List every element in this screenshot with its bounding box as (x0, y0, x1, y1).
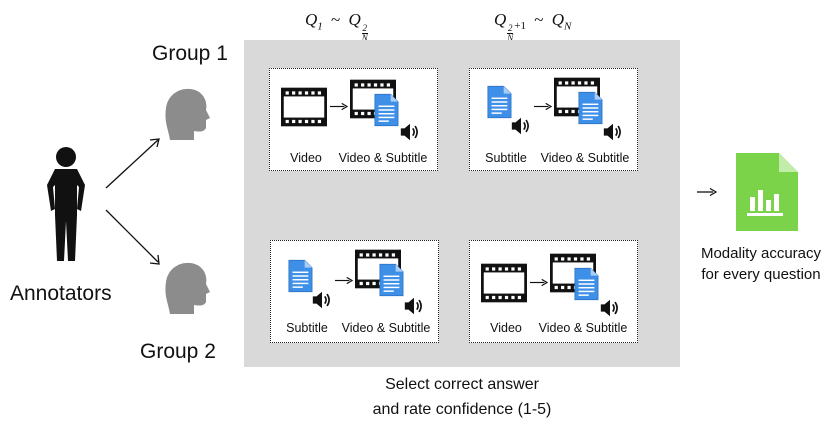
chart-document-icon (736, 153, 798, 231)
card-second-label: Video & Subtitle (538, 321, 628, 335)
output-line-1: Modality accuracy (700, 245, 822, 262)
document-icon (373, 93, 399, 127)
q-symbol: Q (494, 10, 507, 29)
card-first-label: Video (290, 151, 322, 165)
head-icon (165, 262, 210, 314)
speaker-icon (311, 289, 333, 311)
document-icon (577, 91, 603, 125)
speaker-icon (510, 115, 532, 137)
speaker-icon (399, 121, 421, 143)
card-second-label: Video & Subtitle (341, 321, 431, 335)
plus-one: +1 (514, 20, 527, 32)
caption-line-1: Select correct answer (385, 376, 539, 393)
arrow-icon (335, 276, 353, 285)
card-group2-second-half: Video Video & Subtitle (469, 240, 638, 343)
caption: Select correct answer and rate confidenc… (244, 376, 680, 419)
arrow-icon (105, 209, 160, 265)
group-1-label: Group 1 (152, 42, 228, 65)
card-group1-first-half: Video Video & Subtitle (269, 68, 438, 171)
card-first-label: Subtitle (485, 151, 527, 165)
document-icon (287, 259, 313, 293)
speaker-icon (599, 297, 621, 319)
arrow-icon (105, 138, 160, 189)
annotators-label: Annotators (10, 282, 112, 305)
q-subscript: N (564, 20, 572, 33)
group-2-label: Group 2 (140, 340, 216, 363)
head-icon (165, 88, 210, 140)
person-icon (47, 147, 85, 261)
q-subscript: 1 (317, 20, 323, 33)
branch-arrows (105, 138, 160, 265)
document-icon (573, 267, 599, 301)
q-symbol: Q (551, 10, 564, 29)
card-first-label: Subtitle (286, 321, 328, 335)
document-icon (486, 85, 512, 119)
film-icon (281, 87, 327, 127)
speaker-icon (403, 295, 425, 317)
card-group2-first-half: Subtitle Video & Subtitle (270, 240, 439, 343)
card-first-label: Video (490, 321, 522, 335)
arrow-icon (697, 187, 717, 197)
document-icon (378, 263, 404, 297)
film-icon (481, 263, 527, 303)
frac-bar (361, 33, 368, 34)
tilde-symbol: ~ (534, 10, 544, 29)
arrow-icon (530, 278, 548, 287)
q-symbol: Q (348, 10, 361, 29)
card-second-label: Video & Subtitle (540, 151, 630, 165)
output-label: Modality accuracy for every question (690, 245, 832, 283)
arrow-icon (330, 102, 348, 111)
caption-line-2: and rate confidence (1-5) (372, 401, 552, 418)
frac-numerator: 2 (508, 23, 513, 33)
card-second-label: Video & Subtitle (338, 151, 428, 165)
frac-denominator: N (361, 33, 368, 43)
card-group1-second-half: Subtitle Video & Subtitle (469, 68, 638, 171)
speaker-icon (602, 121, 624, 143)
frac-numerator: 2 (362, 23, 368, 33)
output-line-2: for every question (701, 266, 821, 283)
arrow-icon (534, 102, 552, 111)
frac-bar (507, 33, 514, 34)
q-symbol: Q (305, 10, 318, 29)
frac-denominator: N (507, 33, 514, 43)
tilde-symbol: ~ (331, 10, 341, 29)
